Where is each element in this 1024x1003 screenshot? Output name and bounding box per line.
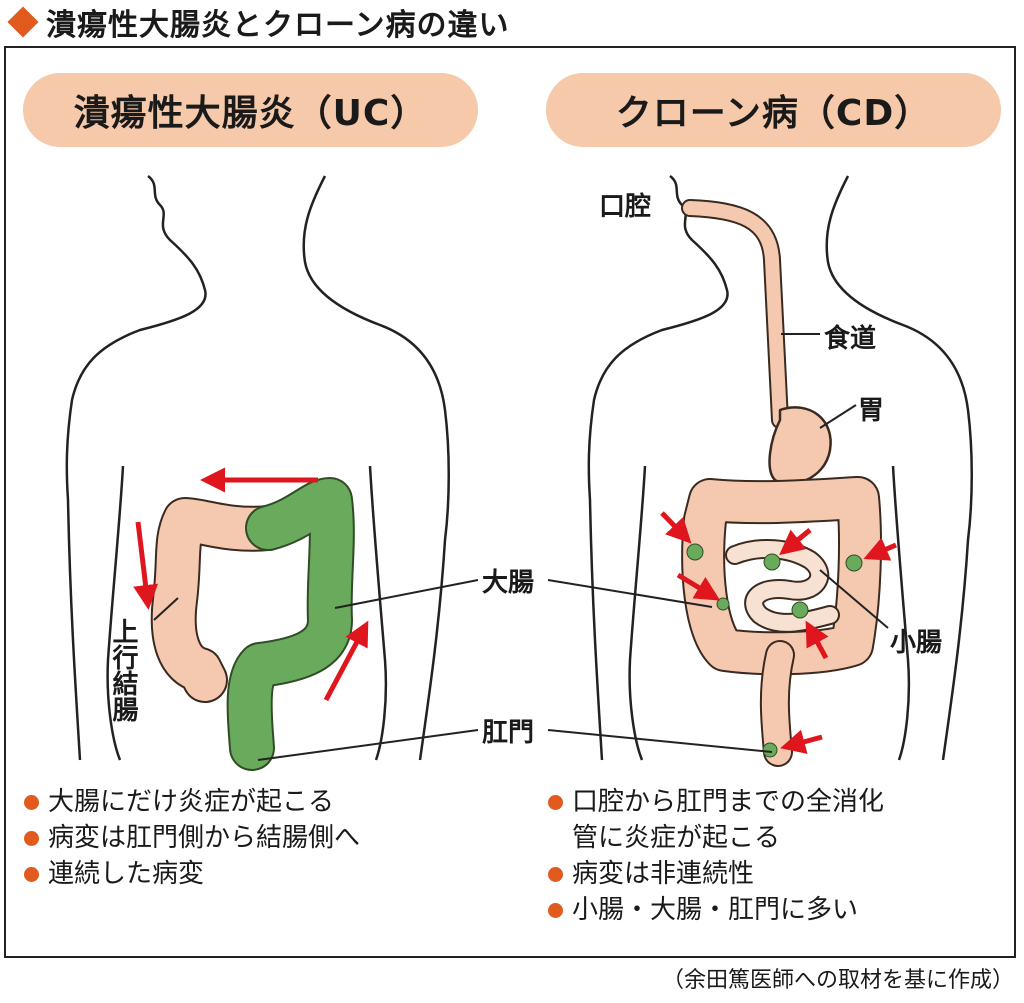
cd-lesions [686,543,863,758]
cd-lesion [716,597,730,611]
list-item: 連続した病変 [22,856,492,892]
page-title-text: 潰瘍性大腸炎とクローン病の違い [46,8,510,43]
cd-rectum [761,642,793,765]
bullet-dot-icon [24,867,39,882]
uc-progression-arrows [133,467,369,702]
bullet-dot-icon [548,903,563,918]
cd-body-outline [587,175,973,761]
cd-lesion-arrows [660,511,897,754]
cd-lesion [763,553,781,571]
comparison-panel [4,46,1016,958]
cd-esophagus [683,201,787,427]
list-item: 病変は非連続性 [546,856,1006,892]
cd-large-intestine [683,478,880,674]
uc-bullet-list: 大腸にだけ炎症が起こる 病変は肛門側から結腸側へ 連続した病変 [22,784,492,892]
label-anus: 肛門 [482,718,535,748]
label-stomach: 胃 [858,396,885,426]
bullet-dot-icon [548,795,563,810]
cd-bullet-list: 口腔から肛門までの全消化 管に炎症が起こる 病変は非連続性 小腸・大腸・肛門に多… [546,784,1006,928]
cd-lesion [686,543,704,561]
cd-digestive-tract [681,199,882,767]
source-note: （余田篤医師への取材を基に作成） [661,968,1014,993]
uc-arrow-ascending [133,521,159,610]
page-title: 潰瘍性大腸炎とクローン病の違い [6,0,510,44]
bullet-dot-icon [24,831,39,846]
cd-heading: クローン病（CD） [546,73,1001,147]
uc-colon [150,497,291,703]
leader-lines [153,333,889,761]
list-item: 病変は肛門側から結腸側へ [22,820,492,856]
list-item: 大腸にだけ炎症が起こる [22,784,492,820]
list-item: 口腔から肛門までの全消化 管に炎症が起こる [546,784,1006,856]
label-large-intestine: 大腸 [482,568,535,598]
label-mouth: 口腔 [599,192,652,222]
cd-lesion [845,554,863,572]
label-small-intestine: 小腸 [890,628,943,658]
bullet-dot-icon [24,795,39,810]
bullet-dot-icon [548,867,563,882]
uc-body-outline [65,175,450,761]
uc-heading: 潰瘍性大腸炎（UC） [23,73,478,147]
uc-inflamed-colon [226,477,355,771]
cd-lesion [762,742,778,758]
label-ascending-colon: 上行結腸 [108,618,138,722]
uc-arrow-sigmoid [323,620,369,702]
label-esophagus: 食道 [824,324,877,354]
cd-lesion [791,601,809,619]
list-item: 小腸・大腸・肛門に多い [546,892,1006,928]
